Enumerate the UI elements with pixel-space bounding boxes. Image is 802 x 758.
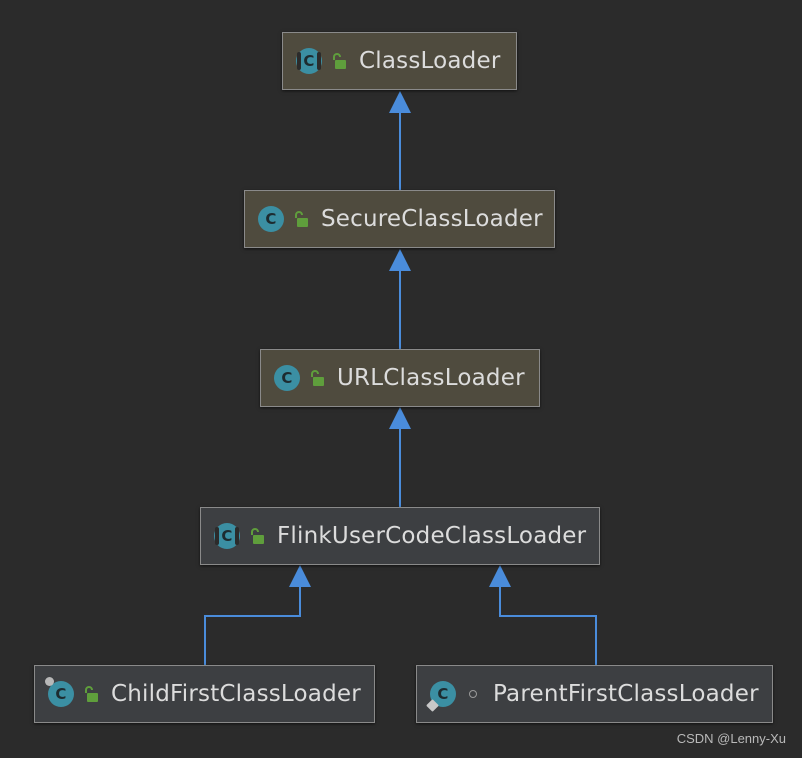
arrowhead-secure: [389, 249, 411, 271]
tagged-class-icon: C: [426, 681, 456, 712]
pinned-class-icon: C: [45, 677, 74, 707]
class-icon: C: [274, 365, 300, 391]
arrowhead-flink-right: [489, 565, 511, 587]
public-lock-icon: [251, 528, 264, 544]
class-icon: C: [258, 206, 284, 232]
public-lock-icon: [85, 686, 98, 702]
node-classloader[interactable]: C ClassLoader: [282, 32, 517, 90]
node-parentfirstclassloader[interactable]: C ParentFirstClassLoader: [416, 665, 773, 723]
node-childfirstclassloader[interactable]: C ChildFirstClassLoader: [34, 665, 375, 723]
public-lock-icon: [311, 370, 324, 386]
watermark: CSDN @Lenny-Xu: [676, 731, 786, 746]
node-label: ClassLoader: [359, 48, 501, 74]
node-label: SecureClassLoader: [321, 206, 543, 232]
node-label: ChildFirstClassLoader: [111, 681, 361, 707]
arrowhead-url: [389, 407, 411, 429]
arrowhead-flink-left: [289, 565, 311, 587]
pin-icon: [45, 677, 54, 686]
node-secureclassloader[interactable]: C SecureClassLoader: [244, 190, 555, 248]
node-urlclassloader[interactable]: C URLClassLoader: [260, 349, 540, 407]
public-lock-icon: [333, 53, 346, 69]
package-private-dot-icon: [469, 690, 477, 698]
abstract-class-icon: C: [296, 48, 322, 74]
node-flinkusercodeclassloader[interactable]: C FlinkUserCodeClassLoader: [200, 507, 600, 565]
node-label: FlinkUserCodeClassLoader: [277, 523, 587, 549]
arrowhead-classloader: [389, 91, 411, 113]
edge-parentfirst-to-flink: [499, 586, 597, 665]
public-lock-icon: [295, 211, 308, 227]
edge-childfirst-to-flink: [204, 586, 301, 665]
node-label: ParentFirstClassLoader: [493, 681, 759, 707]
abstract-class-icon: C: [214, 523, 240, 549]
node-label: URLClassLoader: [337, 365, 525, 391]
